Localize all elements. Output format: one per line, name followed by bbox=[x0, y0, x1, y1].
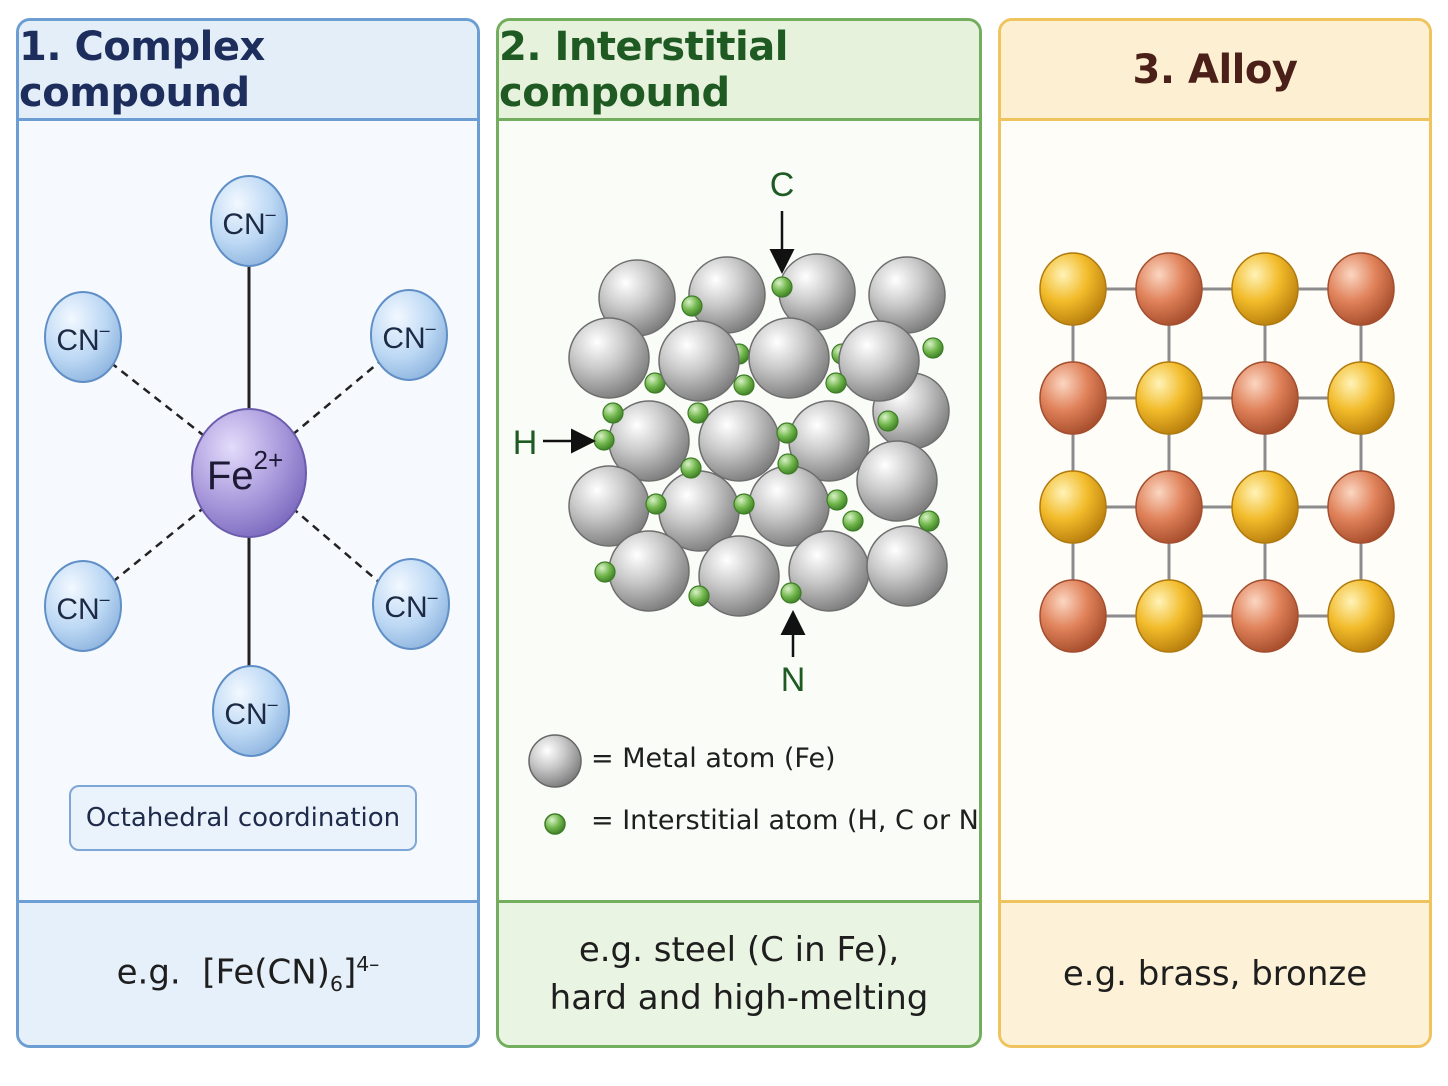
metal-atom bbox=[856, 440, 938, 522]
interstitial-atom bbox=[777, 453, 799, 475]
interstitial-atom bbox=[771, 276, 793, 298]
panel-interstitial-compound: 2. Interstitial compound C H N bbox=[496, 18, 982, 1048]
ligand-top: CN– bbox=[210, 175, 288, 267]
svg-text:CN–: CN– bbox=[384, 587, 437, 624]
interstitial-atom bbox=[680, 457, 702, 479]
copper-atom bbox=[1231, 361, 1299, 435]
label-carbon: C bbox=[770, 166, 795, 204]
interstitial-atom bbox=[826, 489, 848, 511]
example-steel-text: e.g. steel (C in Fe), hard and high-melt… bbox=[550, 926, 929, 1022]
svg-text:CN–: CN– bbox=[56, 320, 109, 357]
panel-alloy: 3. Alloy e.g. brass, bronze bbox=[998, 18, 1432, 1048]
interstitial-atom bbox=[602, 402, 624, 424]
gold-atom bbox=[1135, 361, 1203, 435]
central-iron-ion: Fe2+ bbox=[191, 408, 307, 538]
copper-atom bbox=[1231, 579, 1299, 653]
svg-text:CN–: CN– bbox=[56, 589, 109, 626]
metal-atom bbox=[698, 535, 780, 617]
panel-title: 2. Interstitial compound bbox=[499, 21, 979, 121]
gold-atom bbox=[1039, 470, 1107, 544]
ligand-lower-right: CN– bbox=[372, 558, 450, 650]
octahedral-note: Octahedral coordination bbox=[69, 785, 417, 851]
ligand-upper-left: CN– bbox=[44, 291, 122, 383]
copper-atom bbox=[1039, 579, 1107, 653]
interstitial-atom bbox=[922, 337, 944, 359]
metal-atom bbox=[838, 320, 920, 402]
interstitial-atom bbox=[681, 295, 703, 317]
panel-title: 1. Complex compound bbox=[19, 21, 477, 121]
octahedral-diagram: CN– CN– CN– CN– CN– CN– Fe2+ bbox=[44, 175, 450, 757]
example-formula: e.g. [Fe(CN)6]4– bbox=[19, 900, 477, 1045]
metal-atom bbox=[788, 530, 870, 612]
svg-text:CN–: CN– bbox=[222, 204, 275, 241]
interstitial-lattice: C H N bbox=[513, 166, 950, 835]
metal-atom bbox=[568, 317, 650, 399]
svg-text:CN–: CN– bbox=[224, 694, 277, 731]
interstitial-atom bbox=[593, 429, 615, 451]
metal-atom bbox=[698, 400, 780, 482]
alloy-atoms bbox=[1039, 252, 1395, 653]
interstitial-atom bbox=[877, 410, 899, 432]
label-nitrogen: N bbox=[781, 661, 806, 699]
ligand-upper-right: CN– bbox=[370, 289, 448, 381]
legend-metal-label: = Metal atom (Fe) bbox=[591, 743, 836, 774]
formula-part-b: ] bbox=[342, 952, 357, 993]
metal-atom bbox=[866, 525, 948, 607]
metal-atom bbox=[748, 317, 830, 399]
ligand-lower-left: CN– bbox=[44, 560, 122, 652]
formula-subscript: 6 bbox=[329, 972, 343, 997]
svg-text:CN–: CN– bbox=[382, 318, 435, 355]
octahedral-note-text: Octahedral coordination bbox=[85, 803, 401, 833]
example-line-2: hard and high-melting bbox=[549, 978, 929, 1018]
atom-cluster bbox=[568, 253, 950, 617]
ligand-bottom: CN– bbox=[212, 665, 290, 757]
panel-title-text: 2. Interstitial compound bbox=[499, 23, 788, 116]
interstitial-atom bbox=[645, 493, 667, 515]
panel-title-text: 3. Alloy bbox=[1132, 46, 1298, 93]
example-steel: e.g. steel (C in Fe), hard and high-melt… bbox=[499, 900, 979, 1045]
metal-atom bbox=[658, 320, 740, 402]
panel-complex-compound: 1. Complex compound CN– bbox=[16, 18, 480, 1048]
copper-atom bbox=[1327, 252, 1395, 326]
interstitial-atom bbox=[594, 561, 616, 583]
interstitial-atom bbox=[776, 422, 798, 444]
metal-atom bbox=[608, 530, 690, 612]
alloy-lattice bbox=[1039, 252, 1395, 653]
example-alloys-text: e.g. brass, bronze bbox=[1062, 954, 1368, 994]
panel-title: 3. Alloy bbox=[1001, 21, 1429, 121]
example-formula-text: e.g. [Fe(CN)6]4– bbox=[117, 940, 380, 1008]
interstitial-atom bbox=[687, 402, 709, 424]
gold-atom bbox=[1039, 252, 1107, 326]
copper-atom bbox=[1135, 470, 1203, 544]
legend-metal-atom-icon bbox=[528, 734, 582, 788]
gold-atom bbox=[1231, 470, 1299, 544]
interstitial-atom bbox=[733, 493, 755, 515]
example-prefix: e.g. bbox=[116, 952, 181, 993]
formula-superscript: 4– bbox=[356, 951, 380, 976]
copper-atom bbox=[1039, 361, 1107, 435]
copper-atom bbox=[1135, 252, 1203, 326]
interstitial-atom bbox=[780, 582, 802, 604]
gold-atom bbox=[1135, 579, 1203, 653]
interstitial-atom bbox=[918, 510, 940, 532]
example-line-1: e.g. steel (C in Fe), bbox=[578, 930, 900, 970]
formula-part-a: [Fe(CN) bbox=[202, 952, 330, 993]
gold-atom bbox=[1231, 252, 1299, 326]
copper-atom bbox=[1327, 470, 1395, 544]
alloy-bonds bbox=[1071, 287, 1363, 618]
interstitial-atom bbox=[733, 374, 755, 396]
legend-interstitial-atom-icon bbox=[544, 813, 566, 835]
example-alloys: e.g. brass, bronze bbox=[1001, 900, 1429, 1045]
interstitial-atom bbox=[842, 510, 864, 532]
legend-interstitial-label: = Interstitial atom (H, C or N) bbox=[591, 805, 982, 836]
svg-text:Fe2+: Fe2+ bbox=[207, 445, 283, 498]
interstitial-atom bbox=[825, 372, 847, 394]
panel-title-text: 1. Complex compound bbox=[19, 23, 265, 116]
interstitial-atom bbox=[688, 585, 710, 607]
gold-atom bbox=[1327, 361, 1395, 435]
label-hydrogen: H bbox=[513, 424, 538, 462]
gold-atom bbox=[1327, 579, 1395, 653]
